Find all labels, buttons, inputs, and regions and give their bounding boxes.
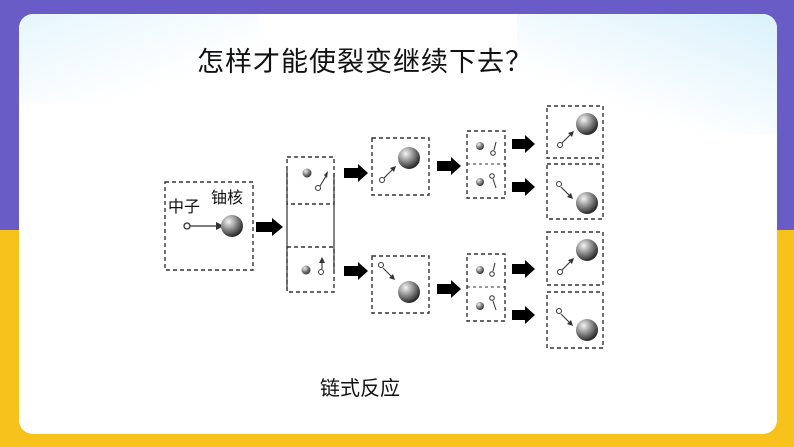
neutron-path bbox=[492, 300, 497, 311]
uranium-nucleus bbox=[576, 192, 598, 214]
fragment bbox=[476, 142, 484, 150]
neutron bbox=[379, 177, 385, 183]
neutron-arrowhead bbox=[568, 131, 574, 137]
stage-4-box-3 bbox=[546, 231, 604, 286]
neutron-arrowhead bbox=[390, 166, 396, 172]
stage-2-bottom bbox=[371, 255, 430, 314]
neutron-label: 中子 bbox=[168, 197, 200, 216]
stage-1-bottom bbox=[286, 246, 335, 293]
dashed-box bbox=[371, 137, 430, 196]
slide-title: 怎样才能使裂变继续下去？ bbox=[197, 47, 533, 78]
fragment bbox=[302, 168, 312, 178]
dashed-box bbox=[546, 105, 604, 159]
neutron-path bbox=[382, 267, 392, 277]
dashed-box bbox=[286, 246, 335, 293]
dashed-box bbox=[286, 156, 335, 205]
neutron-path bbox=[560, 313, 570, 323]
card-decoration bbox=[517, 14, 777, 134]
neutron-path bbox=[492, 262, 496, 272]
neutron bbox=[557, 269, 563, 275]
stage-4-box-1 bbox=[546, 105, 604, 159]
neutron-path bbox=[319, 175, 327, 187]
neutron bbox=[378, 262, 384, 268]
neutron-path bbox=[383, 169, 393, 179]
slide-card bbox=[19, 14, 777, 434]
neutron bbox=[556, 181, 562, 187]
stage-3-top bbox=[466, 130, 506, 199]
neutron bbox=[183, 222, 191, 230]
arrow bbox=[256, 218, 283, 236]
dashed-box bbox=[371, 255, 430, 314]
fragment bbox=[301, 265, 311, 275]
stage-4-box-4 bbox=[546, 291, 604, 349]
neutron-path bbox=[561, 134, 571, 144]
neutron bbox=[489, 295, 495, 301]
neutron-path bbox=[493, 141, 497, 151]
uranium-nucleus bbox=[576, 239, 598, 261]
arrow bbox=[512, 260, 535, 278]
arrow bbox=[512, 135, 535, 153]
neutron-path bbox=[560, 186, 570, 196]
fragment bbox=[476, 266, 484, 274]
uranium-nucleus bbox=[398, 281, 420, 303]
stage-2-top bbox=[371, 137, 430, 196]
dashed-box bbox=[164, 181, 254, 271]
uranium-nucleus bbox=[576, 113, 598, 135]
uranium-nucleus bbox=[576, 319, 598, 341]
neutron-arrowhead bbox=[324, 171, 328, 178]
arrow bbox=[344, 262, 368, 280]
neutron-path bbox=[561, 261, 571, 271]
diagram-caption: 链式反应 bbox=[320, 376, 400, 400]
fragment bbox=[476, 302, 484, 310]
stage-3-bottom bbox=[466, 253, 506, 322]
arrow bbox=[344, 164, 368, 182]
stage-initial: 中子 铀核 bbox=[164, 181, 254, 271]
neutron-arrowhead bbox=[568, 258, 574, 264]
neutron-arrowhead bbox=[216, 222, 224, 230]
uranium-nucleus bbox=[398, 147, 420, 169]
neutron bbox=[315, 185, 321, 191]
neutron bbox=[489, 271, 495, 277]
neutron bbox=[490, 150, 496, 156]
card-decoration-left bbox=[19, 14, 259, 104]
neutron bbox=[318, 269, 324, 275]
arrow bbox=[437, 280, 461, 298]
stage-1-top bbox=[286, 156, 335, 205]
uranium-label: 铀核 bbox=[211, 188, 243, 207]
neutron bbox=[489, 173, 495, 179]
neutron bbox=[557, 142, 563, 148]
arrow bbox=[437, 157, 461, 175]
neutron-arrowhead bbox=[389, 274, 395, 280]
stage-4-box-2 bbox=[546, 163, 604, 220]
neutron-arrowhead bbox=[567, 193, 573, 199]
neutron-arrowhead bbox=[319, 257, 325, 263]
dashed-box bbox=[546, 291, 604, 349]
dashed-box bbox=[546, 231, 604, 286]
neutron bbox=[556, 308, 562, 314]
neutron-arrowhead bbox=[567, 320, 573, 326]
arrow bbox=[512, 178, 535, 196]
neutron-path bbox=[492, 178, 497, 189]
dashed-box bbox=[546, 163, 604, 220]
arrow bbox=[512, 306, 535, 324]
fragment bbox=[476, 178, 484, 186]
uranium-nucleus bbox=[221, 215, 243, 237]
